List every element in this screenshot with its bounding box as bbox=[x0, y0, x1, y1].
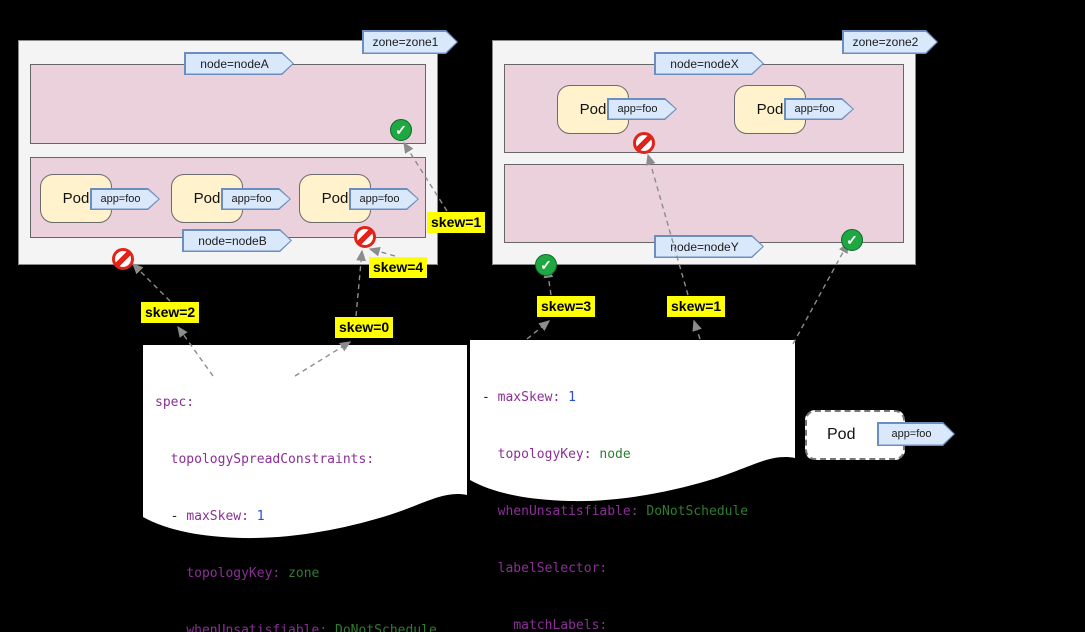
skew-label: skew=3 bbox=[537, 296, 596, 317]
yaml-zone-constraint: spec: topologySpreadConstraints: - maxSk… bbox=[143, 345, 467, 632]
pod-app-tag: app=foo bbox=[221, 188, 291, 210]
skew-label: skew=2 bbox=[141, 302, 200, 323]
yaml-zone-constraint-text: spec: topologySpreadConstraints: - maxSk… bbox=[155, 355, 437, 632]
no-entry-icon bbox=[633, 132, 655, 154]
pod-app-tag-text: app=foo bbox=[794, 103, 835, 115]
pod-app-tag: app=foo bbox=[607, 98, 677, 120]
pod: Pod bbox=[734, 85, 806, 134]
code-line: spec: bbox=[155, 395, 195, 410]
skew-label: skew=1 bbox=[427, 212, 486, 233]
pod-app-tag: app=foo bbox=[90, 188, 160, 210]
pod-app-tag-text: app=foo bbox=[100, 193, 141, 205]
pending-pod-app-tag: app=foo bbox=[877, 422, 955, 446]
no-entry-icon bbox=[112, 248, 134, 270]
pod-app-tag: app=foo bbox=[784, 98, 854, 120]
pod-label: Pod bbox=[321, 190, 349, 207]
nodeY-label-tag: node=nodeY bbox=[654, 235, 764, 258]
pod-app-tag-text: app=foo bbox=[617, 103, 658, 115]
pod-label: Pod bbox=[756, 101, 784, 118]
nodeX-label-tag: node=nodeX bbox=[654, 52, 764, 75]
pending-pod-label: Pod bbox=[827, 426, 856, 443]
pod-label: Pod bbox=[193, 190, 221, 207]
check-glyph: ✓ bbox=[846, 231, 858, 248]
nodeB-label-tag: node=nodeB bbox=[182, 229, 292, 252]
code-line: - maxSkew: 1 bbox=[155, 509, 265, 524]
skew-label: skew=4 bbox=[369, 257, 428, 278]
yaml-node-constraint: - maxSkew: 1 topologyKey: node whenUnsat… bbox=[470, 340, 795, 632]
zone1-label-tag: zone=zone1 bbox=[362, 30, 458, 54]
code-line: whenUnsatisfiable: DoNotSchedule bbox=[186, 623, 437, 632]
check-glyph: ✓ bbox=[540, 256, 552, 273]
code-line: - maxSkew: 1 bbox=[482, 390, 576, 405]
skew-label: skew=1 bbox=[667, 296, 726, 317]
pod-app-tag-text: app=foo bbox=[359, 193, 400, 205]
code-line: topologyKey: zone bbox=[186, 566, 320, 581]
code-line: whenUnsatisfiable: DoNotSchedule bbox=[497, 504, 749, 519]
nodeA-box bbox=[30, 64, 426, 144]
no-entry-icon bbox=[354, 226, 376, 248]
code-line: labelSelector: bbox=[497, 561, 608, 576]
check-icon: ✓ bbox=[535, 254, 557, 276]
pod-app-tag: app=foo bbox=[349, 188, 419, 210]
zone1-label-text: zone=zone1 bbox=[372, 35, 439, 49]
check-icon: ✓ bbox=[390, 119, 412, 141]
code-paper-shape bbox=[470, 340, 795, 502]
nodeY-box bbox=[504, 164, 904, 243]
nodeA-label-text: node=nodeA bbox=[200, 56, 269, 71]
zone2-label-text: zone=zone2 bbox=[852, 35, 919, 49]
pending-pod-app-tag-text: app=foo bbox=[891, 428, 932, 440]
code-line: topologyKey: node bbox=[497, 447, 631, 462]
nodeY-label-text: node=nodeY bbox=[670, 239, 739, 254]
pod-label: Pod bbox=[62, 190, 90, 207]
nodeA-label-tag: node=nodeA bbox=[184, 52, 294, 75]
pod-app-tag-text: app=foo bbox=[231, 193, 272, 205]
skew-label: skew=0 bbox=[335, 317, 394, 338]
code-paper-shape bbox=[143, 345, 467, 539]
nodeX-label-text: node=nodeX bbox=[670, 56, 739, 71]
check-glyph: ✓ bbox=[395, 121, 407, 138]
nodeB-label-text: node=nodeB bbox=[198, 233, 267, 248]
code-line: topologySpreadConstraints: bbox=[155, 452, 375, 467]
zone2-label-tag: zone=zone2 bbox=[842, 30, 938, 54]
pod-label: Pod bbox=[579, 101, 607, 118]
yaml-node-constraint-text: - maxSkew: 1 topologyKey: node whenUnsat… bbox=[482, 350, 748, 632]
code-line: matchLabels: bbox=[513, 618, 608, 632]
check-icon: ✓ bbox=[841, 229, 863, 251]
